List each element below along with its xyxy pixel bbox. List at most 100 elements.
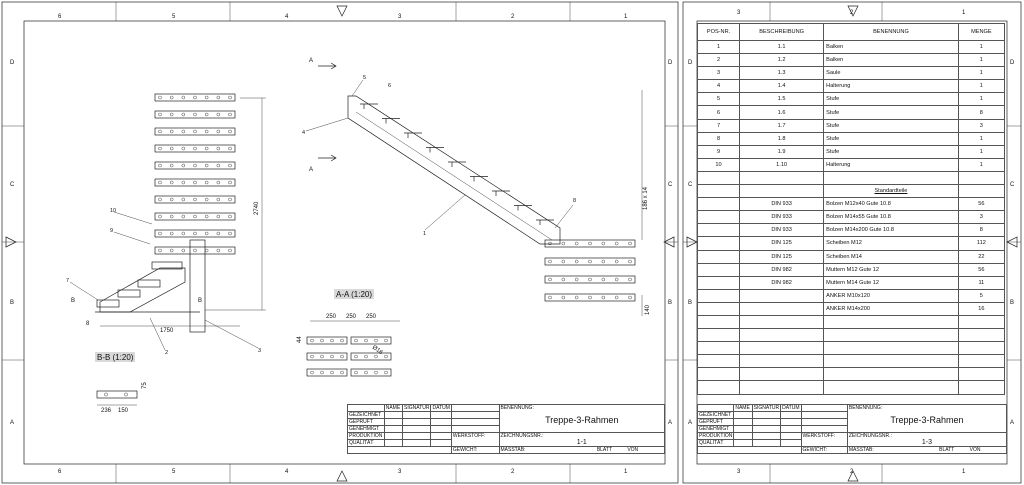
col-label: 5	[172, 469, 176, 475]
section-mark-b: B	[71, 298, 75, 304]
drawing-title: Treppe-3-Rahmen	[545, 415, 619, 425]
table-cell: 1.7	[739, 118, 825, 133]
bolt-hole	[204, 214, 209, 219]
table-cell	[823, 367, 959, 382]
bolt-hole	[628, 295, 632, 300]
callout: 5	[363, 75, 366, 81]
side-view-treads	[360, 103, 554, 225]
bolt-hole	[588, 277, 592, 282]
table-cell: DIN 982	[739, 262, 825, 277]
bolt-hole	[216, 95, 221, 100]
sheet-number: 1-1	[576, 439, 587, 446]
row-label: A	[10, 420, 14, 426]
col-label: 3	[737, 10, 741, 16]
table-cell	[696, 210, 741, 225]
bolt-hole	[216, 163, 221, 168]
table-cell	[696, 170, 741, 186]
tb-row-label: GENEHMIGT	[347, 425, 385, 433]
table-cell	[696, 262, 741, 277]
dim-steps: 186 x 14	[643, 186, 649, 210]
table-cell: 56	[957, 262, 1006, 277]
table-cell	[696, 380, 741, 395]
table-cell: DIN 125	[739, 249, 825, 264]
tb-benennung-label: BENENNUNG:	[848, 405, 883, 412]
table-cell: Halterung	[823, 157, 959, 172]
row-label: D	[688, 60, 693, 66]
col-label: 1	[624, 469, 628, 475]
table-cell: DIN 125	[739, 236, 825, 251]
sheet-number: 1-3	[921, 439, 932, 446]
step-tread	[544, 239, 636, 248]
row-label: B	[668, 300, 672, 306]
table-row	[696, 380, 1006, 395]
bolt-hole	[548, 259, 552, 264]
table-cell: 5	[957, 288, 1006, 303]
bolt-hole	[628, 259, 632, 264]
bolt-hole	[384, 354, 388, 359]
bolt-hole	[181, 95, 186, 100]
tb-blatt: BLATT	[596, 447, 612, 453]
table-cell	[696, 367, 741, 382]
bolt-hole	[374, 354, 378, 359]
tb-zeichnungsnr: ZEICHNUNGSNR.:	[848, 433, 892, 440]
sheet-1-inner-border	[23, 20, 666, 465]
bolt-hole	[228, 248, 232, 253]
table-cell	[696, 341, 741, 356]
tb-date-hdr: DATUM	[430, 404, 452, 412]
table-cell	[823, 354, 959, 369]
tb-name-hdr: NAME	[383, 404, 404, 412]
bolt-hole	[320, 354, 324, 359]
bolt-hole	[374, 370, 378, 375]
bolt-hole	[204, 197, 209, 202]
bolt-hole	[340, 370, 344, 375]
bolt-hole	[588, 295, 592, 300]
sheet-1-outer-border	[1, 1, 679, 484]
dim-2740: 2740	[254, 201, 260, 215]
table-cell	[823, 328, 959, 343]
view-aa-label: A-A (1:20)	[336, 290, 372, 299]
callout: 9	[110, 228, 113, 234]
dim-236: 236	[101, 408, 112, 414]
bolt-hole	[158, 163, 162, 168]
table-cell: 1	[957, 53, 1006, 68]
table-cell	[957, 328, 1006, 343]
tread-profile	[448, 161, 466, 167]
aa-view-steps	[306, 336, 392, 377]
table-cell: 1	[696, 39, 741, 55]
bolt-hole	[354, 338, 358, 343]
row-label: A	[1010, 420, 1014, 426]
table-cell	[696, 236, 741, 251]
bolt-hole	[330, 338, 334, 343]
bolt-hole	[374, 338, 378, 343]
table-cell: Stufe	[823, 105, 959, 120]
tb-row-label: GEZEICHNET	[347, 411, 385, 419]
row-label: D	[668, 60, 673, 66]
col-label: 2	[511, 14, 515, 20]
table-cell	[739, 314, 825, 330]
col-label: 2	[511, 469, 515, 475]
title-block-1: NAME SIGNATUR DATUM BENENNUNG: Treppe-3-…	[347, 404, 665, 454]
table-cell	[739, 288, 825, 303]
step-tread	[154, 93, 236, 102]
table-cell: 11	[957, 275, 1006, 290]
callout: 7	[66, 278, 69, 284]
col-label: 6	[58, 14, 62, 20]
step-tread	[154, 195, 236, 204]
step-tread	[350, 368, 392, 377]
table-cell	[696, 275, 741, 290]
table-cell: 2	[696, 53, 741, 68]
bolt-hole	[330, 354, 334, 359]
bolt-hole	[548, 277, 552, 282]
table-cell: 1	[957, 79, 1006, 94]
col-header: BENENNUNG	[823, 23, 959, 41]
step-tread	[544, 257, 636, 266]
col-label: 6	[58, 469, 62, 475]
tb-gewicht: GEWICHT:	[800, 446, 848, 454]
bolt-hole	[158, 95, 162, 100]
tb-massstab: MASSTAB:	[500, 447, 526, 453]
table-cell: ANKER M10x120	[823, 288, 959, 303]
